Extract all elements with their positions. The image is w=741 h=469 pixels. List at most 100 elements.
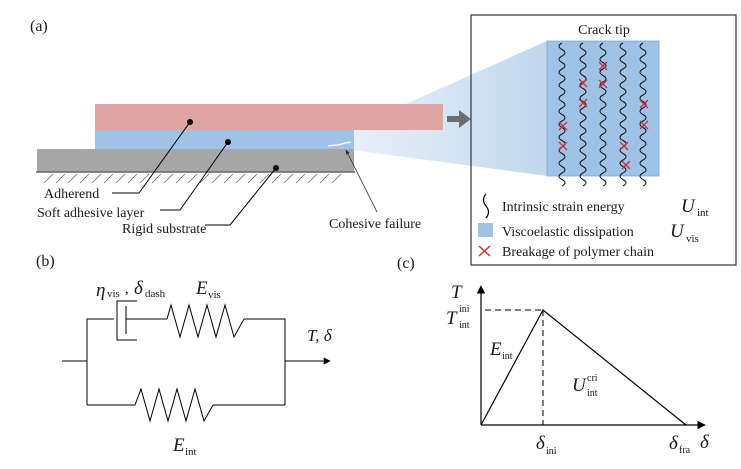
legend-breakage: Breakage of polymer chain	[502, 245, 654, 260]
hatch-mark	[115, 173, 126, 184]
comma: ,	[125, 281, 129, 297]
hatch-mark	[247, 173, 258, 184]
label-substrate: Rigid substrate	[122, 222, 206, 237]
hatch-mark	[187, 173, 198, 184]
label-adherend: Adherend	[44, 187, 99, 202]
spring-e-vis	[166, 303, 245, 339]
chain-break-mark	[639, 120, 649, 130]
panel-a-label: (a)	[30, 18, 48, 35]
hatch-mark	[175, 173, 186, 184]
chain-breaks	[558, 61, 649, 170]
x-fra-symbol: δ	[669, 433, 679, 454]
slope-symbol: E	[489, 339, 502, 360]
dashpot-cylinder	[116, 300, 137, 341]
legend-u-int-sub: int	[697, 207, 709, 219]
legend-intrinsic: Intrinsic strain energy	[502, 200, 625, 215]
hatch-mark	[319, 173, 330, 184]
panel-c-label: (c)	[397, 255, 415, 272]
left-wire	[86, 318, 114, 405]
peak-sub: int	[459, 320, 470, 331]
zoom-cone	[352, 41, 547, 176]
hatch-mark	[79, 173, 90, 184]
legend-u-vis-sub: vis	[686, 233, 699, 245]
traction-separation-plot	[476, 285, 706, 430]
polymer-chain	[558, 42, 566, 187]
pull-arrow-icon	[447, 110, 471, 128]
hatch-mark	[331, 173, 342, 184]
chain-break-mark	[558, 141, 568, 151]
adhesive-layer	[95, 130, 354, 149]
chain-break-mark	[621, 160, 631, 170]
chain-break-mark	[578, 78, 588, 88]
legend-viscoelastic: Viscoelastic dissipation	[502, 225, 634, 240]
peak-symbol: T	[446, 308, 458, 329]
chain-break-mark	[558, 121, 568, 131]
hatch-mark	[55, 173, 66, 184]
dissipation-legend-icon	[478, 223, 493, 237]
substrate-leader	[205, 167, 277, 226]
failure-leader	[345, 149, 378, 213]
delta-dash-sub: dash	[145, 288, 166, 300]
legend-u-vis: U	[670, 221, 685, 242]
label-cohesive-failure: Cohesive failure	[329, 217, 421, 232]
hatch-mark	[163, 173, 174, 184]
spring-e-int	[87, 387, 285, 423]
chain-break-mark	[619, 141, 629, 151]
hatch-mark	[295, 173, 306, 184]
polymer-chains	[558, 42, 647, 187]
area-sub: int	[587, 388, 598, 399]
hatch-mark	[91, 173, 102, 184]
hatch-mark	[223, 173, 234, 184]
area-symbol: U	[572, 375, 587, 396]
peak-sup: ini	[459, 304, 470, 315]
e-vis-sub: vis	[208, 289, 221, 301]
crack-tip-box	[470, 14, 737, 266]
hatch-mark	[67, 173, 78, 184]
y-axis-label: T	[451, 282, 463, 303]
chain-legend-icon	[482, 193, 490, 219]
polymer-chain	[579, 42, 587, 187]
e-vis-symbol: E	[195, 278, 208, 299]
chain-break-mark	[639, 99, 649, 109]
hatch-mark	[43, 173, 54, 184]
chain-break-mark	[578, 98, 588, 108]
adhesive-leader	[160, 141, 229, 211]
panel-b-label: (b)	[36, 253, 55, 270]
eta-sub: vis	[107, 288, 120, 300]
hatch-mark	[199, 173, 210, 184]
area-sup: cri	[587, 373, 598, 384]
adherend-leader	[112, 121, 191, 194]
hatch-mark	[151, 173, 162, 184]
x-ini-sub: ini	[546, 446, 557, 457]
x-axis-label: δ	[700, 432, 710, 453]
hatch-mark	[139, 173, 150, 184]
breakage-legend-icon	[478, 245, 491, 257]
adherend-layer	[95, 104, 443, 130]
substrate-layer	[37, 149, 354, 172]
e-int-sub: int	[185, 446, 197, 458]
bilinear-curve	[480, 309, 687, 426]
hatch-mark	[211, 173, 222, 184]
chain-break-mark	[598, 61, 608, 71]
output-label: T, δ	[307, 326, 333, 345]
hatch-mark	[307, 173, 318, 184]
hatch-mark	[283, 173, 294, 184]
e-int-symbol: E	[172, 435, 185, 456]
hatch-mark	[127, 173, 138, 184]
chain-break-mark	[598, 79, 608, 89]
delta-dash-symbol: δ	[134, 278, 144, 299]
ground-hatch	[43, 173, 342, 184]
rheology-circuit	[62, 300, 331, 423]
x-fra-sub: fra	[679, 445, 691, 456]
polymer-chain	[619, 42, 627, 187]
x-ini-symbol: δ	[536, 433, 546, 454]
hatch-mark	[103, 173, 114, 184]
legend-u-int: U	[681, 196, 696, 217]
hatch-mark	[271, 173, 282, 184]
label-adhesive: Soft adhesive layer	[37, 206, 145, 221]
eta-symbol: η	[96, 280, 105, 301]
slope-sub: int	[502, 351, 513, 362]
hatch-mark	[235, 173, 246, 184]
hatch-mark	[259, 173, 270, 184]
